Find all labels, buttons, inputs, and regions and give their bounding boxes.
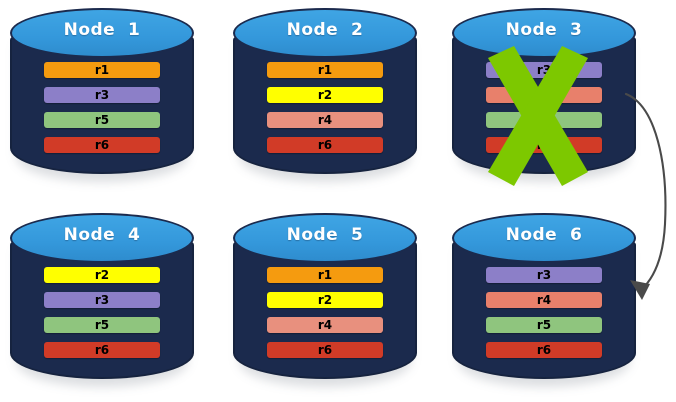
record-bar[interactable]: r5 [486,112,602,128]
record-bar[interactable]: r3 [44,87,160,103]
record-bar[interactable]: r1 [44,62,160,78]
record-bar[interactable]: r4 [267,317,383,333]
record-label: r1 [317,63,333,77]
record-list: r1 r2 r4 r6 [267,62,383,153]
record-bar[interactable]: r1 [267,62,383,78]
record-label: r5 [94,113,110,127]
node-label: Node 4 [63,225,141,245]
record-bar[interactable]: r3 [486,62,602,78]
record-label: r3 [94,293,110,307]
record-list: r1 r2 r4 r6 [267,267,383,358]
record-bar[interactable]: r3 [44,292,160,308]
node-label: Node 3 [505,20,583,40]
record-bar[interactable]: r4 [267,112,383,128]
record-label: r5 [536,318,552,332]
record-label: r5 [94,318,110,332]
cylinder-top-ellipse [452,213,636,263]
record-label: r3 [536,63,552,77]
record-label: r6 [94,138,110,152]
node-label: Node 2 [286,20,364,40]
record-label: r1 [94,63,110,77]
record-bar[interactable]: r6 [486,342,602,358]
record-label: r6 [94,343,110,357]
node-label: Node 6 [505,225,583,245]
node-cylinder-node1[interactable]: Node 1 r1 r3 r5 r6 [10,8,194,182]
record-label: r3 [536,268,552,282]
record-label: r4 [536,293,552,307]
node-cylinder-node6[interactable]: Node 6 r3 r4 r5 r6 [452,213,636,387]
node-cylinder-node5[interactable]: Node 5 r1 r2 r4 r6 [233,213,417,387]
record-label: r4 [317,318,333,332]
record-label: r1 [317,268,333,282]
record-bar[interactable]: r6 [486,137,602,153]
cylinder-top-ellipse [10,213,194,263]
cylinder-top-ellipse [10,8,194,58]
record-label: r4 [536,88,552,102]
record-bar[interactable]: r1 [267,267,383,283]
node-cylinder-node2[interactable]: Node 2 r1 r2 r4 r6 [233,8,417,182]
record-label: r6 [536,138,552,152]
record-list: r2 r3 r5 r6 [44,267,160,358]
record-bar[interactable]: r6 [267,137,383,153]
record-bar[interactable]: r2 [44,267,160,283]
cylinder-top-ellipse [233,213,417,263]
cylinder-top-ellipse [452,8,636,58]
record-bar[interactable]: r5 [44,317,160,333]
cylinder-top-ellipse [233,8,417,58]
record-bar[interactable]: r2 [267,292,383,308]
node-label: Node 1 [63,20,141,40]
node-cylinder-node4[interactable]: Node 4 r2 r3 r5 r6 [10,213,194,387]
record-list: r1 r3 r5 r6 [44,62,160,153]
record-label: r2 [317,293,333,307]
record-bar[interactable]: r5 [44,112,160,128]
record-label: r5 [536,113,552,127]
record-label: r3 [94,88,110,102]
record-list: r3 r4 r5 r6 [486,62,602,153]
record-bar[interactable]: r4 [486,292,602,308]
record-bar[interactable]: r6 [44,137,160,153]
record-label: r2 [94,268,110,282]
record-bar[interactable]: r6 [44,342,160,358]
record-label: r6 [317,138,333,152]
record-bar[interactable]: r2 [267,87,383,103]
record-label: r4 [317,113,333,127]
record-bar[interactable]: r6 [267,342,383,358]
record-list: r3 r4 r5 r6 [486,267,602,358]
node-cylinder-node3[interactable]: Node 3 r3 r4 r5 r6 [452,8,636,182]
record-label: r6 [536,343,552,357]
record-bar[interactable]: r5 [486,317,602,333]
record-bar[interactable]: r3 [486,267,602,283]
record-bar[interactable]: r4 [486,87,602,103]
node-label: Node 5 [286,225,364,245]
record-label: r6 [317,343,333,357]
record-label: r2 [317,88,333,102]
